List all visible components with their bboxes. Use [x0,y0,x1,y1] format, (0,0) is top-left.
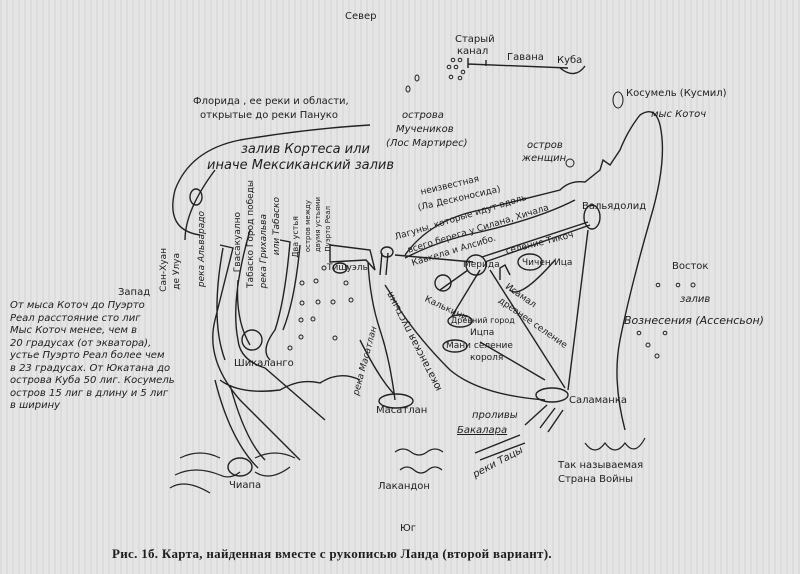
tishuel-lake [332,262,348,274]
label-old-channel-2: канал [457,46,489,57]
mazatlan-lake [378,393,414,409]
label-san-juan-2: де Улуа [172,253,182,290]
compass-east: Восток [672,261,709,272]
label-san-juan: Сан-Хуан [159,248,169,292]
kalkini-lake [434,274,452,292]
label-merida: Мерида [463,260,500,270]
label-martyrs-3: (Лос Мартирес) [386,138,468,149]
label-mani-2: короля [470,353,504,363]
note-line: в ширину [10,400,61,411]
straits [474,404,564,461]
label-havana: Гавана [507,52,544,63]
label-bay: залив [680,294,711,305]
label-lacandon: Лакандон [378,481,430,492]
compass-north: Север [345,11,377,22]
label-island-between-3: Пуэрто Реал [324,206,332,252]
label-women-island: остров [527,140,563,151]
mazatlan-river [359,339,396,396]
label-cozumel: Косумель (Кусмил) [626,88,727,99]
label-island-between-2: двумя устьями [314,196,322,252]
label-florida: Флорида , ее реки и области, [193,96,349,107]
roads [394,221,591,391]
label-gulf-2: иначе Мексиканский залив [207,158,395,173]
label-grijalva-2: или Табаско [272,196,282,255]
label-tishuel: Тишуэль [327,263,368,273]
label-tabasco-city: Табаско Город победы [246,180,256,288]
merida-lake [465,254,487,276]
label-mani: Мани селение [446,341,513,351]
wavy-regions [169,437,646,494]
chichen-circle [517,253,543,271]
label-two-mouths: Два устья [291,216,300,258]
compass-south: Юг [400,523,417,534]
label-salamanca: Саламанка [569,395,628,406]
lagoon-circle [380,246,394,258]
label-old-channel: Старый [455,34,495,45]
label-bacalar-2: Бакалара [457,425,508,436]
note-line: Реал расстояние сто лиг [10,312,141,324]
label-chichen-itza: Чичен-Ица [522,258,573,268]
rivers-west [212,229,326,469]
label-valladolid: Вальядолид [582,201,647,212]
label-mazatlan: Масатлан [376,405,428,416]
cuba-coast [467,58,586,75]
salamanca-lake [535,387,569,403]
compass-west: Запад [118,287,151,298]
label-martyrs: острова [402,110,444,121]
label-grijalva: река Грихальва [259,213,269,288]
label-guasacualco: Гвасакуално [233,211,243,272]
distance-note: От мыса Коточ до Пуэрто Реал расстояние … [10,300,175,413]
islands-dots [405,57,696,359]
label-xicalango: Шикаланго [234,358,294,369]
label-island-between: остров между [304,199,312,252]
xicalango-lake [241,329,263,351]
villages-dots [287,265,354,351]
coast-center [329,244,396,401]
label-gulf: залив Кортеса или [241,142,370,157]
valladolid-lake [583,204,601,230]
ichpa-circle [447,314,473,328]
label-bay-2: Вознесения (Ассенсьон) [624,314,764,327]
note-line: остров 15 лиг в длину и 5 лиг [10,387,169,399]
label-alvarado: река Альварадо [197,210,207,287]
note-line: 20 градусах (от экватора), [10,337,152,349]
label-women-island-2: женщин [522,153,567,164]
mani-circle [442,339,468,353]
label-chiapa: Чиапа [229,480,262,491]
gulf-coast [172,124,371,241]
note-line: От мыса Коточ до Пуэрто [10,300,145,311]
label-martyrs-2: Мучеников [396,124,454,135]
note-line: устье Пуэрто Реал более чем [10,350,165,361]
label-bacalar: проливы [472,410,518,421]
label-cape-catoche: мыс Коточ [651,109,707,120]
note-line: Мыс Коточ менее, чем в [10,325,138,336]
note-line: острова Куба 50 лиг. Косумель [10,375,175,386]
note-line: в 23 градусах. От Юкатана до [10,362,171,374]
desert-border [219,284,546,401]
label-florida-2: открытые до реки Пануко [200,110,338,121]
label-war-land-2: Страна Войны [558,474,634,485]
izamal-outline [499,264,511,280]
north-coast [404,111,664,431]
figure-caption: Рис. 1б. Карта, найденная вместе с рукоп… [112,546,552,561]
san-juan-island [189,188,203,206]
label-cuba: Куба [557,55,583,66]
label-ichpa: Древний город [451,316,515,325]
chiapa-lake [227,457,253,477]
label-war-land: Так называемая [558,460,644,471]
label-ichpa-2: Ицпа [470,328,495,338]
